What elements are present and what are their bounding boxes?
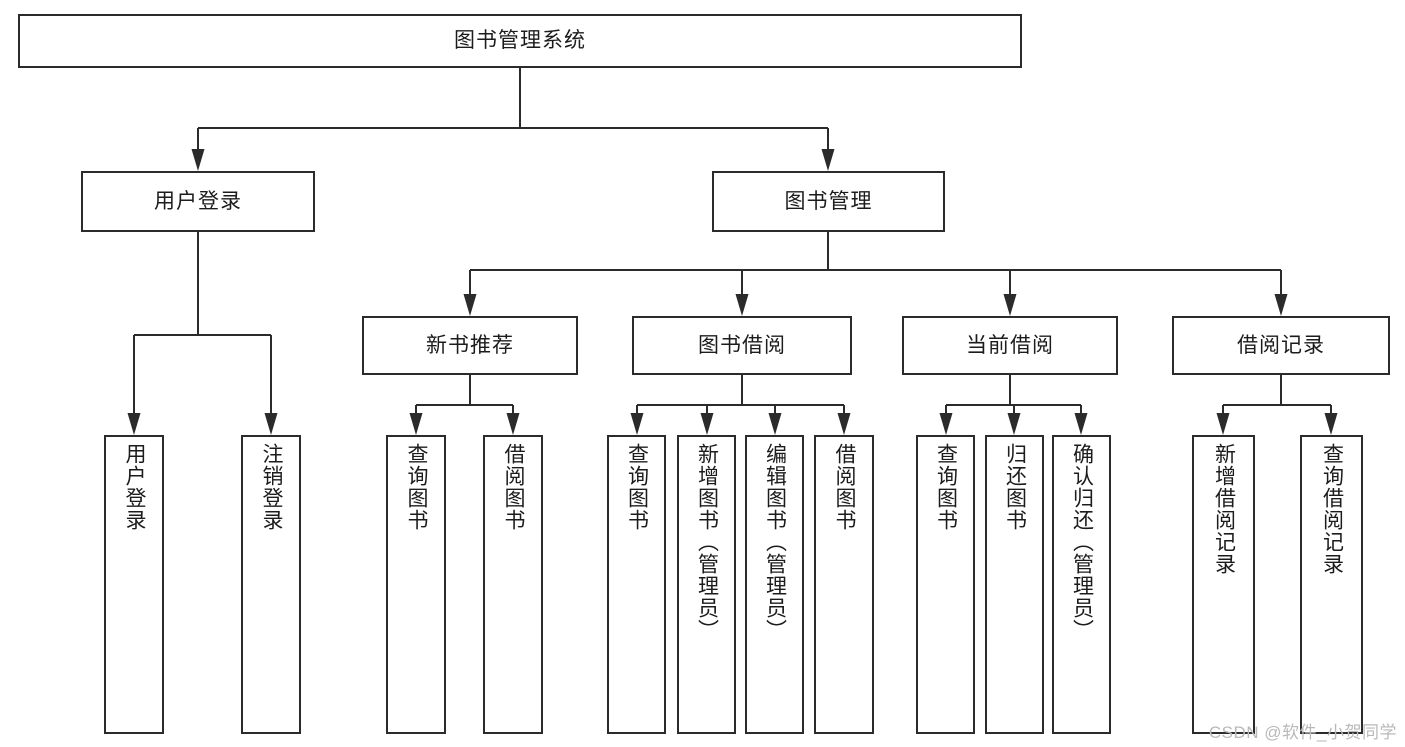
node-label: 新增图书（管理员） xyxy=(695,443,719,641)
arrow-to-leaf-borrow-book-head xyxy=(837,413,851,435)
node-label: 确认归还（管理员） xyxy=(1070,443,1094,641)
node-leaf-edit-book: 编辑图书（管理员） xyxy=(745,435,804,734)
node-leaf-user-logout: 注销登录 xyxy=(241,435,301,734)
node-label: 新书推荐 xyxy=(426,333,514,357)
node-borrow-record: 借阅记录 xyxy=(1172,316,1390,375)
node-leaf-query-book-cur: 查询图书 xyxy=(916,435,975,734)
arrow-to-leaf-add-book-head xyxy=(700,413,714,435)
node-root: 图书管理系统 xyxy=(18,14,1022,68)
node-leaf-user-login: 用户登录 xyxy=(104,435,164,734)
node-label: 图书借阅 xyxy=(698,333,786,357)
node-leaf-query-book-rec: 查询图书 xyxy=(386,435,446,734)
node-leaf-add-book: 新增图书（管理员） xyxy=(677,435,736,734)
node-leaf-query-book: 查询图书 xyxy=(607,435,666,734)
node-book-manage: 图书管理 xyxy=(712,171,945,232)
node-label: 注销登录 xyxy=(260,443,284,531)
arrow-to-current-borrow-head xyxy=(1003,294,1017,316)
arrow-to-leaf-return-book-head xyxy=(1007,413,1021,435)
node-leaf-borrow-book: 借阅图书 xyxy=(814,435,874,734)
node-label: 编辑图书（管理员） xyxy=(763,443,787,641)
node-leaf-add-record: 新增借阅记录 xyxy=(1192,435,1255,734)
node-label: 借阅记录 xyxy=(1237,333,1325,357)
arrow-to-user-login-head xyxy=(191,149,205,171)
arrow-to-leaf-query-book-head xyxy=(630,413,644,435)
node-label: 用户登录 xyxy=(154,189,242,213)
arrow-to-leaf-add-record-head xyxy=(1216,413,1230,435)
node-label: 图书管理 xyxy=(784,189,873,213)
node-leaf-query-record: 查询借阅记录 xyxy=(1300,435,1363,734)
arrow-to-leaf-query-record-head xyxy=(1324,413,1338,435)
node-user-login: 用户登录 xyxy=(81,171,315,232)
node-label: 查询图书 xyxy=(625,443,649,531)
arrow-to-leaf-borrow-book-rec-head xyxy=(506,413,520,435)
arrow-to-book-borrow-head xyxy=(735,294,749,316)
node-current-borrow: 当前借阅 xyxy=(902,316,1118,375)
node-label: 借阅图书 xyxy=(833,443,857,531)
arrow-to-leaf-edit-book-head xyxy=(768,413,782,435)
node-label: 查询图书 xyxy=(405,443,429,531)
node-label: 用户登录 xyxy=(123,443,147,531)
node-new-book-rec: 新书推荐 xyxy=(362,316,578,375)
arrow-to-borrow-record-head xyxy=(1274,294,1288,316)
node-label: 查询借阅记录 xyxy=(1320,443,1344,575)
node-leaf-confirm-return: 确认归还（管理员） xyxy=(1052,435,1111,734)
node-label: 查询图书 xyxy=(934,443,958,531)
node-label: 归还图书 xyxy=(1003,443,1027,531)
node-label: 借阅图书 xyxy=(502,443,526,531)
node-label: 新增借阅记录 xyxy=(1212,443,1236,575)
arrow-to-leaf-query-book-rec-head xyxy=(409,413,423,435)
node-leaf-return-book: 归还图书 xyxy=(985,435,1044,734)
arrow-to-leaf-query-book-cur-head xyxy=(939,413,953,435)
node-book-borrow: 图书借阅 xyxy=(632,316,852,375)
node-label: 当前借阅 xyxy=(966,333,1054,357)
arrow-to-leaf-user-login-head xyxy=(127,413,141,435)
arrow-to-book-manage-head xyxy=(821,149,835,171)
node-leaf-borrow-book-rec: 借阅图书 xyxy=(483,435,543,734)
arrow-to-leaf-confirm-return-head xyxy=(1074,413,1088,435)
arrow-to-leaf-user-logout-head xyxy=(264,413,278,435)
arrow-to-new-book-rec-head xyxy=(463,294,477,316)
node-label: 图书管理系统 xyxy=(454,29,586,53)
